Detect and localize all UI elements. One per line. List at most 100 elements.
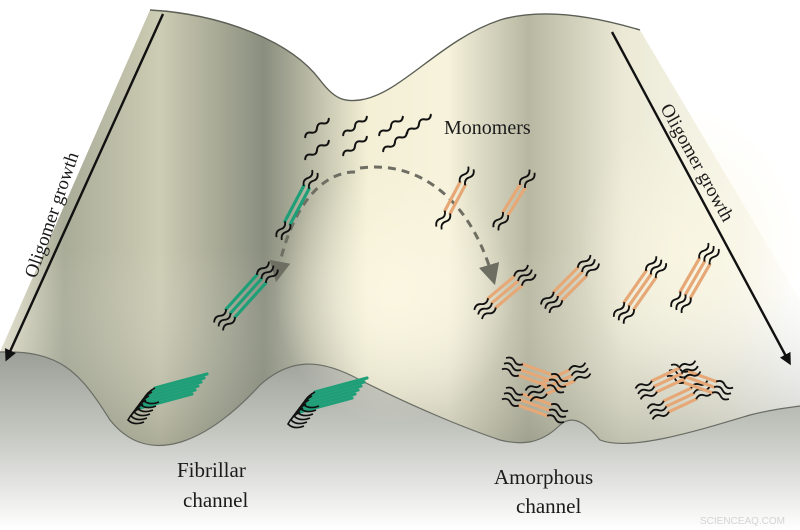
amorphous-trimer-tail (544, 295, 559, 309)
fibrillar-channel-label-line1: Fibrillar (177, 458, 246, 482)
amorphous-trimer-strand (622, 269, 648, 304)
fibrillar-dimer-strand (283, 184, 306, 223)
amorphous-trimer-strand (556, 270, 584, 298)
amorphous-trimer (473, 264, 537, 320)
amorphous-dimer-tail (492, 211, 504, 228)
amorphous-aggregate-tail (503, 392, 522, 402)
fibril-stack-strand (301, 392, 357, 410)
amorphous-aggregate-strand (519, 398, 551, 412)
amorphous-aggregate-strand (682, 380, 714, 395)
amorphous-trimer (670, 242, 720, 314)
amorphous-aggregate-tail (711, 391, 730, 401)
amorphous-aggregate-tail (550, 373, 569, 383)
pathway-arrow-amorphous (359, 165, 500, 286)
amorphous-aggregate-tail (651, 411, 670, 420)
fibril-stack-tail (287, 411, 305, 429)
fibril-stack-tail (139, 391, 157, 409)
amorphous-trimer-tail (540, 291, 555, 305)
amorphous-aggregate-strand (655, 377, 686, 394)
amorphous-trimer-tail (703, 245, 715, 262)
fibril-stack-strand (304, 388, 360, 406)
fibrillar-trimer-strand (224, 273, 259, 311)
monomer-chain (342, 135, 368, 157)
amorphous-trimer-strand (678, 256, 701, 294)
pathway-arrow-fibrillar (269, 170, 356, 283)
monomer-chain (406, 113, 432, 135)
fibril-stack-tail (296, 399, 314, 417)
fibrillar-oligomers (127, 169, 369, 429)
amorphous-trimer-strand (560, 274, 588, 302)
amorphous-aggregate-tail (548, 408, 567, 418)
amorphous-aggregate-strand (521, 362, 553, 377)
amorphous-trimer-tail (708, 248, 720, 265)
amorphous-trimer-tail (645, 256, 658, 272)
monomer-chain (304, 117, 330, 139)
fibrillar-trimer-tail (213, 308, 228, 323)
amorphous-aggregate (501, 356, 569, 394)
amorphous-trimer-tail (576, 254, 592, 268)
amorphous-trimer (612, 256, 668, 324)
amorphous-aggregate (666, 363, 734, 401)
amorphous-dimer-strand (448, 183, 467, 216)
amorphous-aggregate-tail (680, 365, 699, 375)
amorphous-aggregate-strand (521, 392, 553, 407)
amorphous-aggregate-strand (545, 379, 576, 396)
fibrillar-trimer-tail (217, 313, 232, 327)
amorphous-trimer-tail (520, 273, 537, 286)
amorphous-aggregate-tail (715, 380, 734, 390)
fibrillar-dimer-tail (307, 172, 319, 189)
amorphous-aggregate-tail (546, 384, 565, 394)
fibril-stack-tail (130, 403, 148, 421)
amorphous-trimer-tail (481, 307, 497, 320)
amorphous-aggregate-tail (683, 371, 702, 380)
amorphous-aggregate-tail (573, 373, 592, 382)
fibrillar-trimer-tail (260, 265, 275, 279)
amorphous-trimer-tail (698, 242, 710, 259)
amorphous-trimer-tail (517, 269, 533, 282)
fibril-stack-strand (310, 380, 366, 398)
amorphous-aggregate-strand (519, 368, 551, 382)
amorphous-aggregate-strand (517, 403, 549, 418)
amorphous-aggregate (634, 360, 702, 400)
amorphous-aggregate-tail (548, 378, 567, 388)
fibril-stack-tail (142, 387, 160, 405)
amorphous-aggregate-strand (684, 375, 716, 389)
amorphous-aggregate-tail (570, 367, 589, 377)
amorphous-trimer-tail (654, 263, 668, 278)
fibril-stack-strand (150, 376, 206, 394)
amorphous-trimer-tail (581, 259, 596, 273)
amorphous-aggregate-tail (678, 360, 697, 369)
fibril-stack (127, 372, 209, 425)
fibrillar-dimer (275, 169, 319, 241)
fibril-stack-tail (290, 407, 308, 425)
amorphous-channel-label-line1: Amorphous (494, 465, 593, 489)
amorphous-dimer (492, 169, 536, 231)
amorphous-aggregate-tail (501, 367, 520, 377)
oligomer-growth-arrow-left (5, 13, 165, 362)
amorphous-aggregate-tail (695, 391, 714, 400)
fibril-stack-tail (127, 407, 145, 425)
amorphous-aggregate-tail (503, 362, 522, 372)
fibril-stack-tail (136, 395, 154, 413)
amorphous-trimer-tail (622, 308, 635, 324)
fibril-stack-tail (299, 395, 317, 413)
fibrillar-trimer-strand (233, 281, 268, 319)
fibril-stack-strand (141, 388, 197, 406)
amorphous-aggregate-tail (649, 405, 668, 415)
amorphous-trimer-tail (477, 302, 493, 315)
amorphous-dimer-strand (443, 180, 462, 213)
amorphous-dimer-tail (440, 213, 452, 230)
monomers-label: Monomers (444, 117, 531, 139)
fibrillar-trimer-tail (222, 317, 236, 331)
amorphous-aggregate-strand (662, 386, 693, 403)
amorphous-aggregate-tail (546, 414, 565, 424)
amorphous-trimer-strand (486, 274, 516, 300)
landscape-base (0, 351, 800, 530)
monomer-chain (382, 131, 408, 153)
amorphous-dimer-tail (458, 166, 470, 183)
fibrillar-trimer-tail (256, 261, 270, 275)
amorphous-aggregate-strand (664, 392, 696, 408)
amorphous-aggregate-tail (646, 400, 665, 409)
amorphous-dimer-tail (435, 210, 446, 227)
